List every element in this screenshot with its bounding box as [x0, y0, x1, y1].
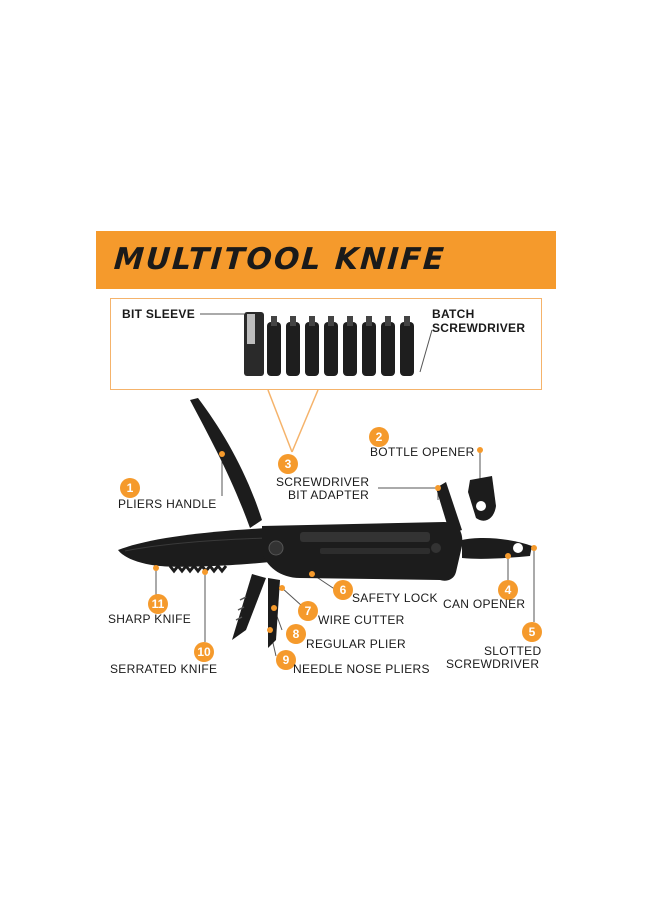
marker-dots	[153, 447, 537, 633]
callout-badge-10: 10	[194, 642, 214, 662]
screwdriver-bit-adapter-label-line2: BIT ADAPTER	[288, 488, 370, 502]
bottle-opener-label: BOTTLE OPENER	[370, 445, 475, 459]
batch-screwdriver-label-line1: BATCH	[432, 307, 475, 321]
safety-lock-label: SAFETY LOCK	[352, 591, 438, 605]
callout-badge-4: 4	[498, 580, 518, 600]
bit-sleeve-label: BIT SLEEVE	[122, 307, 196, 321]
pliers-handle-label: PLIERS HANDLE	[118, 497, 217, 511]
callout-badge-8: 8	[286, 624, 306, 644]
screwdriver-bit-adapter-label-line1: SCREWDRIVER	[276, 475, 370, 489]
callout-badge-7: 7	[298, 601, 318, 621]
wire-cutter-label: WIRE CUTTER	[318, 613, 405, 627]
slotted-screwdriver-label-line2: SCREWDRIVER	[446, 657, 540, 671]
callout-badge-2: 2	[369, 427, 389, 447]
slotted-screwdriver-label-line1: SLOTTED	[484, 644, 542, 658]
callout-badge-5: 5	[522, 622, 542, 642]
can-opener-label: CAN OPENER	[443, 597, 526, 611]
sharp-knife-label: SHARP KNIFE	[108, 612, 192, 626]
title-banner: MULTITOOL KNIFE	[96, 231, 556, 289]
serrated-knife-label: SERRATED KNIFE	[110, 662, 218, 676]
bit-panel-connector	[267, 389, 319, 453]
callout-badge-1: 1	[120, 478, 140, 498]
bit-set-image	[244, 312, 414, 376]
callout-badge-9: 9	[276, 650, 296, 670]
callout-badge-6: 6	[333, 580, 353, 600]
batch-screwdriver-label-line2: SCREWDRIVER	[432, 321, 526, 335]
needle-nose-pliers-label: NEEDLE NOSE PLIERS	[293, 662, 430, 676]
regular-plier-label: REGULAR PLIER	[306, 637, 406, 651]
callout-badge-11: 11	[148, 594, 168, 614]
callout-badge-3: 3	[278, 454, 298, 474]
